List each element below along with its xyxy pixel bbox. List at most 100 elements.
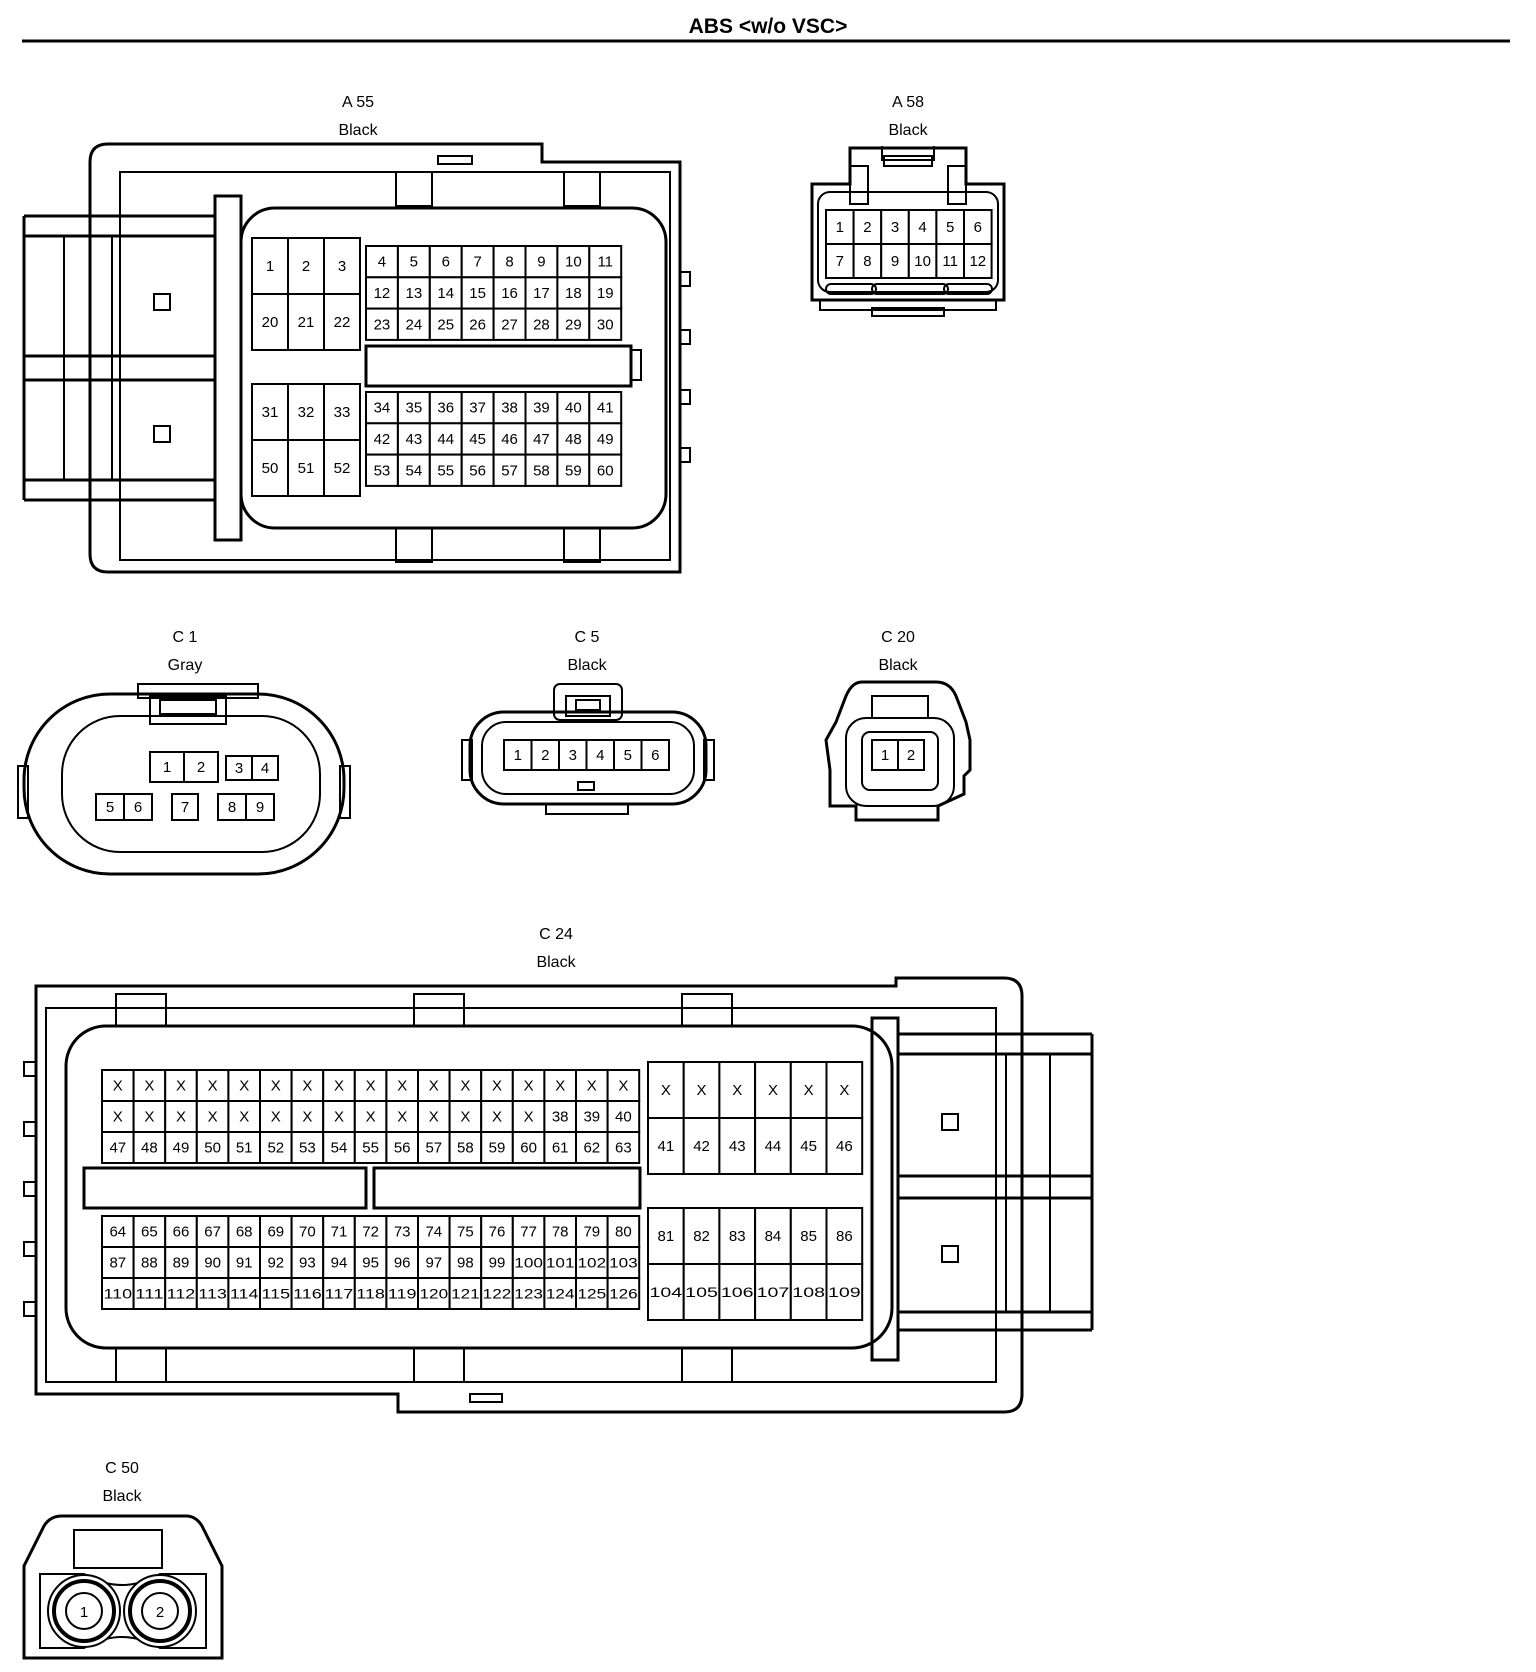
pin-label: 41 (597, 400, 614, 417)
pin-label: 96 (394, 1255, 411, 1272)
pin-cell (606, 1131, 641, 1164)
pin-label: 38 (501, 400, 518, 417)
pin-label: 60 (520, 1140, 537, 1157)
pin-cell (789, 1117, 828, 1175)
pin-label: 42 (693, 1138, 710, 1155)
pin-label: 49 (173, 1140, 190, 1157)
pin-label: 21 (298, 314, 315, 331)
pin-cell (647, 1117, 685, 1175)
connector-c24-name: C 24 (539, 926, 573, 943)
pin-label: 45 (800, 1138, 817, 1155)
connector-a55: A 55 Black (22, 94, 691, 574)
pin-label: 82 (693, 1228, 710, 1245)
pin-label: 81 (658, 1228, 675, 1245)
pin-cell (492, 276, 527, 310)
pin-label: X (661, 1082, 671, 1099)
pin-label: 5 (946, 219, 954, 236)
pin-label: 44 (437, 431, 454, 448)
pin-cell (511, 1277, 546, 1310)
pin-label: 27 (501, 316, 518, 333)
pin-label: X (239, 1109, 249, 1126)
pin-label: X (176, 1109, 186, 1126)
pin-label: 125 (578, 1286, 607, 1302)
pin-cell (227, 1069, 261, 1102)
pin-label: 20 (262, 314, 279, 331)
connector-c24-housing (23, 976, 1094, 1414)
pin-label: 26 (469, 316, 486, 333)
pin-label: 99 (489, 1255, 506, 1272)
pin-label: 41 (658, 1138, 675, 1155)
pin-label: 9 (537, 254, 545, 271)
pin-label: 52 (267, 1140, 284, 1157)
pin-label: 9 (891, 253, 899, 270)
pin-cell (417, 1246, 451, 1279)
pin-cell (385, 1069, 419, 1102)
pin-cell (164, 1277, 198, 1310)
pin-label: 126 (609, 1286, 638, 1302)
pin-label: 33 (334, 404, 351, 421)
pin-label: X (839, 1082, 849, 1099)
pin-label: X (302, 1109, 312, 1126)
pin-label: 5 (410, 254, 418, 271)
pin-cell (259, 1246, 293, 1279)
pin-cell (323, 237, 361, 295)
pin-cell (543, 1100, 578, 1133)
pin-cell (323, 293, 361, 351)
pin-label: 7 (836, 253, 844, 270)
pin-cell (290, 1069, 325, 1102)
pin-cell (480, 1069, 514, 1102)
pin-label: 98 (457, 1255, 474, 1272)
pin-label: 15 (469, 285, 486, 302)
connector-c1-housing (17, 683, 351, 876)
pin-label: 1 (881, 747, 889, 764)
pin-label: 64 (109, 1224, 126, 1241)
pin-label: 94 (331, 1255, 348, 1272)
pin-cell (558, 739, 588, 771)
pin-label: X (524, 1078, 534, 1095)
pin-label: 1 (514, 747, 522, 764)
pin-cell (718, 1207, 757, 1265)
pin-label: 46 (501, 431, 518, 448)
pin-label: 91 (236, 1255, 253, 1272)
pin-label: 32 (298, 404, 315, 421)
pin-label: 103 (609, 1255, 638, 1271)
pin-cell (825, 1263, 864, 1321)
pin-cell (682, 1263, 721, 1321)
pin-label: 60 (597, 462, 614, 479)
pin-label: 12 (374, 285, 391, 302)
pin-cell (227, 1131, 261, 1164)
pin-label: 1 (266, 258, 274, 275)
pin-label: 73 (394, 1224, 411, 1241)
pin-label: 39 (583, 1109, 600, 1126)
pin-cell (227, 1246, 261, 1279)
pin-cell (323, 439, 361, 497)
connector-c24-color: Black (536, 954, 576, 971)
pin-cell (556, 422, 591, 456)
pin-cell (897, 739, 925, 771)
pin-label: 29 (565, 316, 582, 333)
pin-cell (825, 1207, 864, 1265)
pin-label: 2 (197, 759, 205, 776)
pin-cell (588, 245, 623, 279)
pin-cell (132, 1246, 167, 1279)
pin-label: 59 (489, 1140, 506, 1157)
connector-c50-housing (22, 1514, 224, 1660)
pin-label: 1 (163, 759, 171, 776)
pin-label: 6 (442, 254, 450, 271)
pin-label: 50 (262, 460, 279, 477)
pin-label: 77 (520, 1224, 537, 1241)
pin-cell (588, 276, 623, 310)
pin-label: 69 (267, 1224, 284, 1241)
pin-label: 110 (104, 1286, 133, 1302)
pin-label: 2 (863, 219, 871, 236)
pin-label: 63 (615, 1140, 632, 1157)
pin-label: 50 (204, 1140, 221, 1157)
pin-cell (417, 1277, 451, 1310)
pin-label: 2 (541, 747, 549, 764)
pin-label: 72 (362, 1224, 379, 1241)
